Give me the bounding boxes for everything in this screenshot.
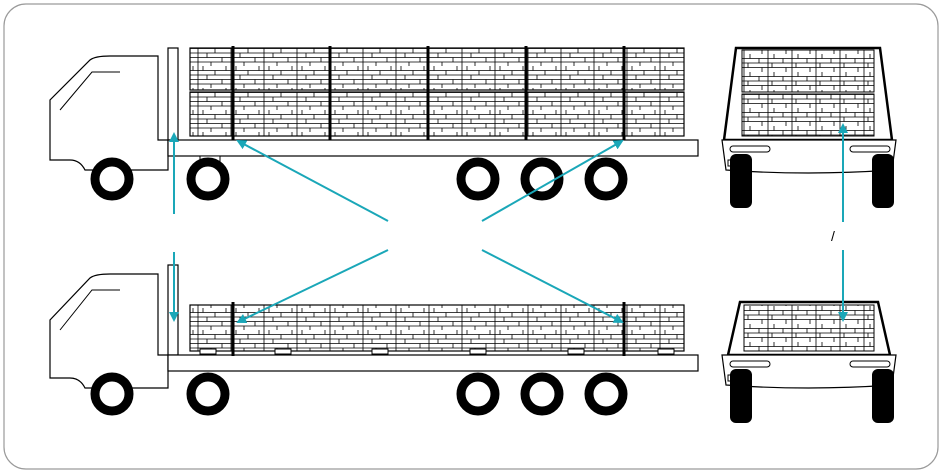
truck-side-top	[49, 46, 699, 201]
arrow-lower-left	[236, 249, 389, 324]
rear-wheel	[872, 369, 894, 423]
truck-cab	[49, 55, 169, 171]
truck-rear-top	[721, 46, 897, 208]
cargo-load-single	[189, 304, 685, 352]
truck-rear-bottom	[721, 300, 897, 423]
truck-deck	[167, 354, 699, 372]
wheel-set	[90, 157, 628, 201]
wheel-set	[90, 372, 628, 416]
arrow-upper-right	[481, 140, 624, 222]
rear-wheel	[730, 369, 752, 423]
rear-wheel	[730, 154, 752, 208]
rear-arrow-label: /	[831, 228, 835, 244]
arrow-upper-left	[236, 140, 389, 222]
truck-deck	[167, 139, 699, 157]
cargo-load-lower	[189, 91, 685, 137]
indicator-arrows	[169, 123, 848, 324]
cargo-load-upper	[189, 47, 685, 91]
rear-wheel	[872, 154, 894, 208]
arrow-lower-right	[481, 249, 624, 323]
truck-cab	[49, 273, 169, 389]
